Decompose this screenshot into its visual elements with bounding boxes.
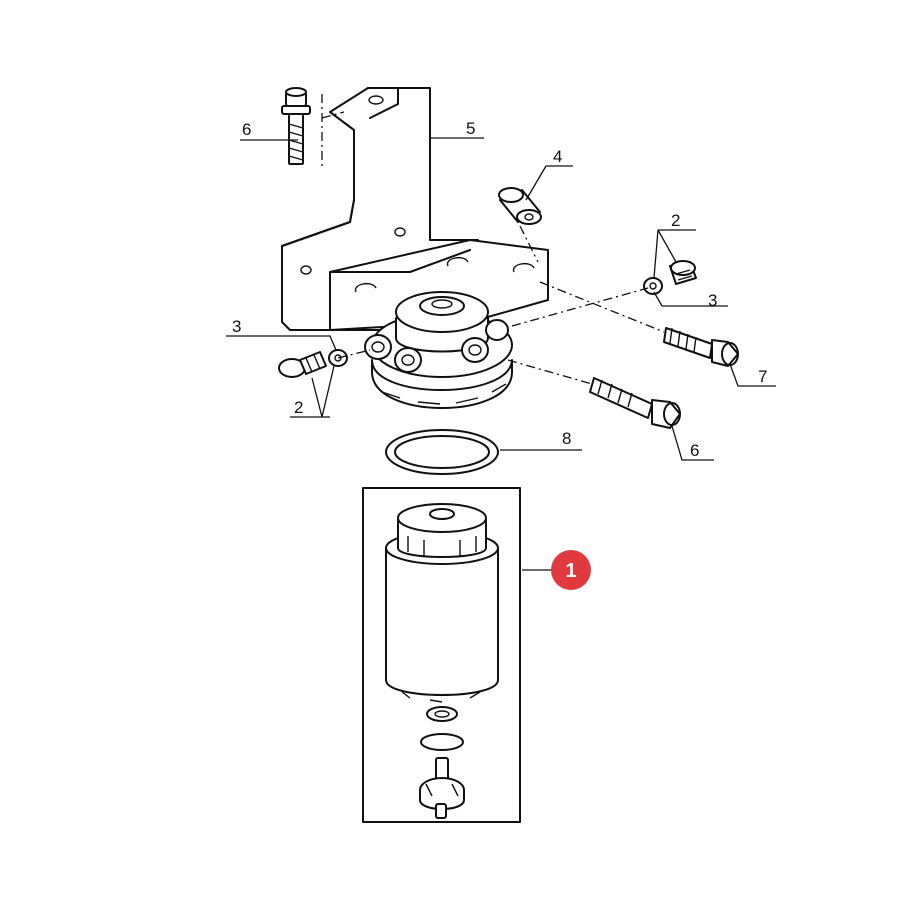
sealing-ring — [385, 429, 499, 475]
filter-cartridge — [385, 503, 499, 703]
assembly-axis-lines — [321, 94, 665, 385]
callout-8: 8 — [562, 429, 571, 448]
highlight-badge-1[interactable]: 1 — [551, 550, 591, 590]
filter-o-ring — [420, 733, 464, 751]
drain-valve — [419, 757, 465, 819]
callout-5: 5 — [466, 119, 475, 138]
sealing-washer-right — [643, 277, 663, 295]
bolt-top-left — [281, 87, 311, 165]
plug-screw-right — [669, 260, 697, 285]
callout-7: 7 — [758, 367, 767, 386]
filter-kit — [362, 487, 521, 823]
filter-seal-small — [426, 706, 458, 722]
filter-head — [364, 291, 513, 409]
callout-2-right: 2 — [671, 211, 680, 230]
callout-3-left: 3 — [232, 317, 241, 336]
leader-lines — [226, 137, 776, 571]
callout-4: 4 — [553, 147, 562, 166]
callout-2-left: 2 — [294, 398, 303, 417]
bolt-right-lower — [589, 377, 681, 429]
sealing-washer-left — [328, 349, 348, 367]
kit-frame — [362, 487, 521, 823]
bolt-right-upper — [663, 327, 739, 367]
callout-6-top-left: 6 — [242, 120, 251, 139]
plug-screw-left — [278, 351, 327, 378]
spacer-sleeve — [498, 187, 542, 225]
mounting-bracket — [281, 87, 549, 331]
callout-6-right: 6 — [690, 441, 699, 460]
callout-labels: 6 5 4 2 3 3 2 7 6 8 — [232, 119, 767, 460]
highlight-badge-label: 1 — [565, 560, 576, 582]
callout-3-right: 3 — [708, 291, 717, 310]
